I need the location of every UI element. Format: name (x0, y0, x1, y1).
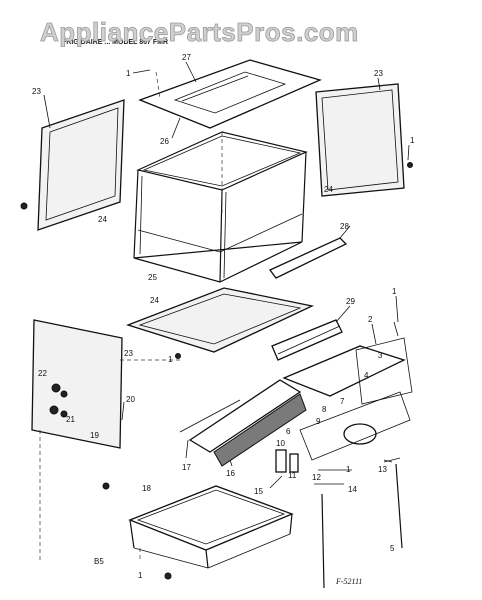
left-side-panel (20, 99, 125, 231)
callout-label: 10 (276, 439, 285, 448)
callout-label: 4 (364, 371, 369, 380)
callout-label: 24 (98, 215, 107, 224)
small-parts (275, 449, 352, 485)
callout-label: 6 (286, 427, 291, 436)
bottom-panel (126, 287, 315, 359)
callout-label: 1 (126, 69, 131, 78)
callout-label: 1 (346, 465, 351, 474)
header-text: FRIGIDAIRE ... MODEL 867 FMR (62, 39, 168, 46)
bracket-part (271, 319, 343, 361)
front-control-panel (31, 319, 180, 560)
watermark: AppliancePartsPros.com (40, 17, 359, 47)
corner-label: B5 (94, 557, 104, 566)
callout-label: 15 (254, 487, 263, 496)
callout-label: 11 (288, 471, 297, 480)
frame-cube (133, 131, 308, 283)
callout-label: 25 (148, 273, 157, 282)
tray (102, 482, 294, 580)
callout-label: 24 (150, 296, 159, 305)
callout-label: 20 (126, 395, 135, 404)
callout-label: 21 (66, 415, 75, 424)
callout-label: 5 (390, 544, 395, 553)
callout-label: 23 (124, 349, 133, 358)
callout-label: 22 (38, 369, 47, 378)
callout-label: 14 (348, 485, 357, 494)
callout-label: 12 (312, 473, 321, 482)
callout-label: 24 (324, 185, 333, 194)
callout-label: 3 (378, 351, 383, 360)
callout-label: 1 (392, 287, 397, 296)
callout-label: 18 (142, 484, 151, 493)
callout-label: 13 (378, 465, 387, 474)
callout-labels: 1 27 23 23 26 1 24 24 25 28 24 29 2 1 23… (32, 53, 415, 580)
callout-label: 28 (340, 222, 349, 231)
callout-label: 19 (90, 431, 99, 440)
callout-label: 16 (226, 469, 235, 478)
callout-label: 1 (168, 355, 173, 364)
control-board (179, 379, 307, 467)
right-side-panel (315, 83, 413, 197)
callout-label: 7 (340, 397, 345, 406)
callout-label: 1 (138, 571, 143, 580)
callout-label: 9 (316, 417, 321, 426)
vertical-rod (321, 493, 325, 589)
right-assembly (282, 321, 413, 461)
callout-label: 17 (182, 463, 191, 472)
figure-stamp: F-52111 (335, 577, 362, 586)
callout-label: 23 (374, 69, 383, 78)
support-rod (383, 457, 403, 549)
callout-label: 27 (182, 53, 191, 62)
top-panel (138, 59, 322, 129)
leader-lines (43, 61, 410, 489)
callout-label: 29 (346, 297, 355, 306)
callout-label: 8 (322, 405, 327, 414)
callout-label: 2 (368, 315, 373, 324)
callout-label: 1 (410, 136, 415, 145)
rail-part (268, 237, 348, 279)
callout-label: 26 (160, 137, 169, 146)
callout-label: 23 (32, 87, 41, 96)
